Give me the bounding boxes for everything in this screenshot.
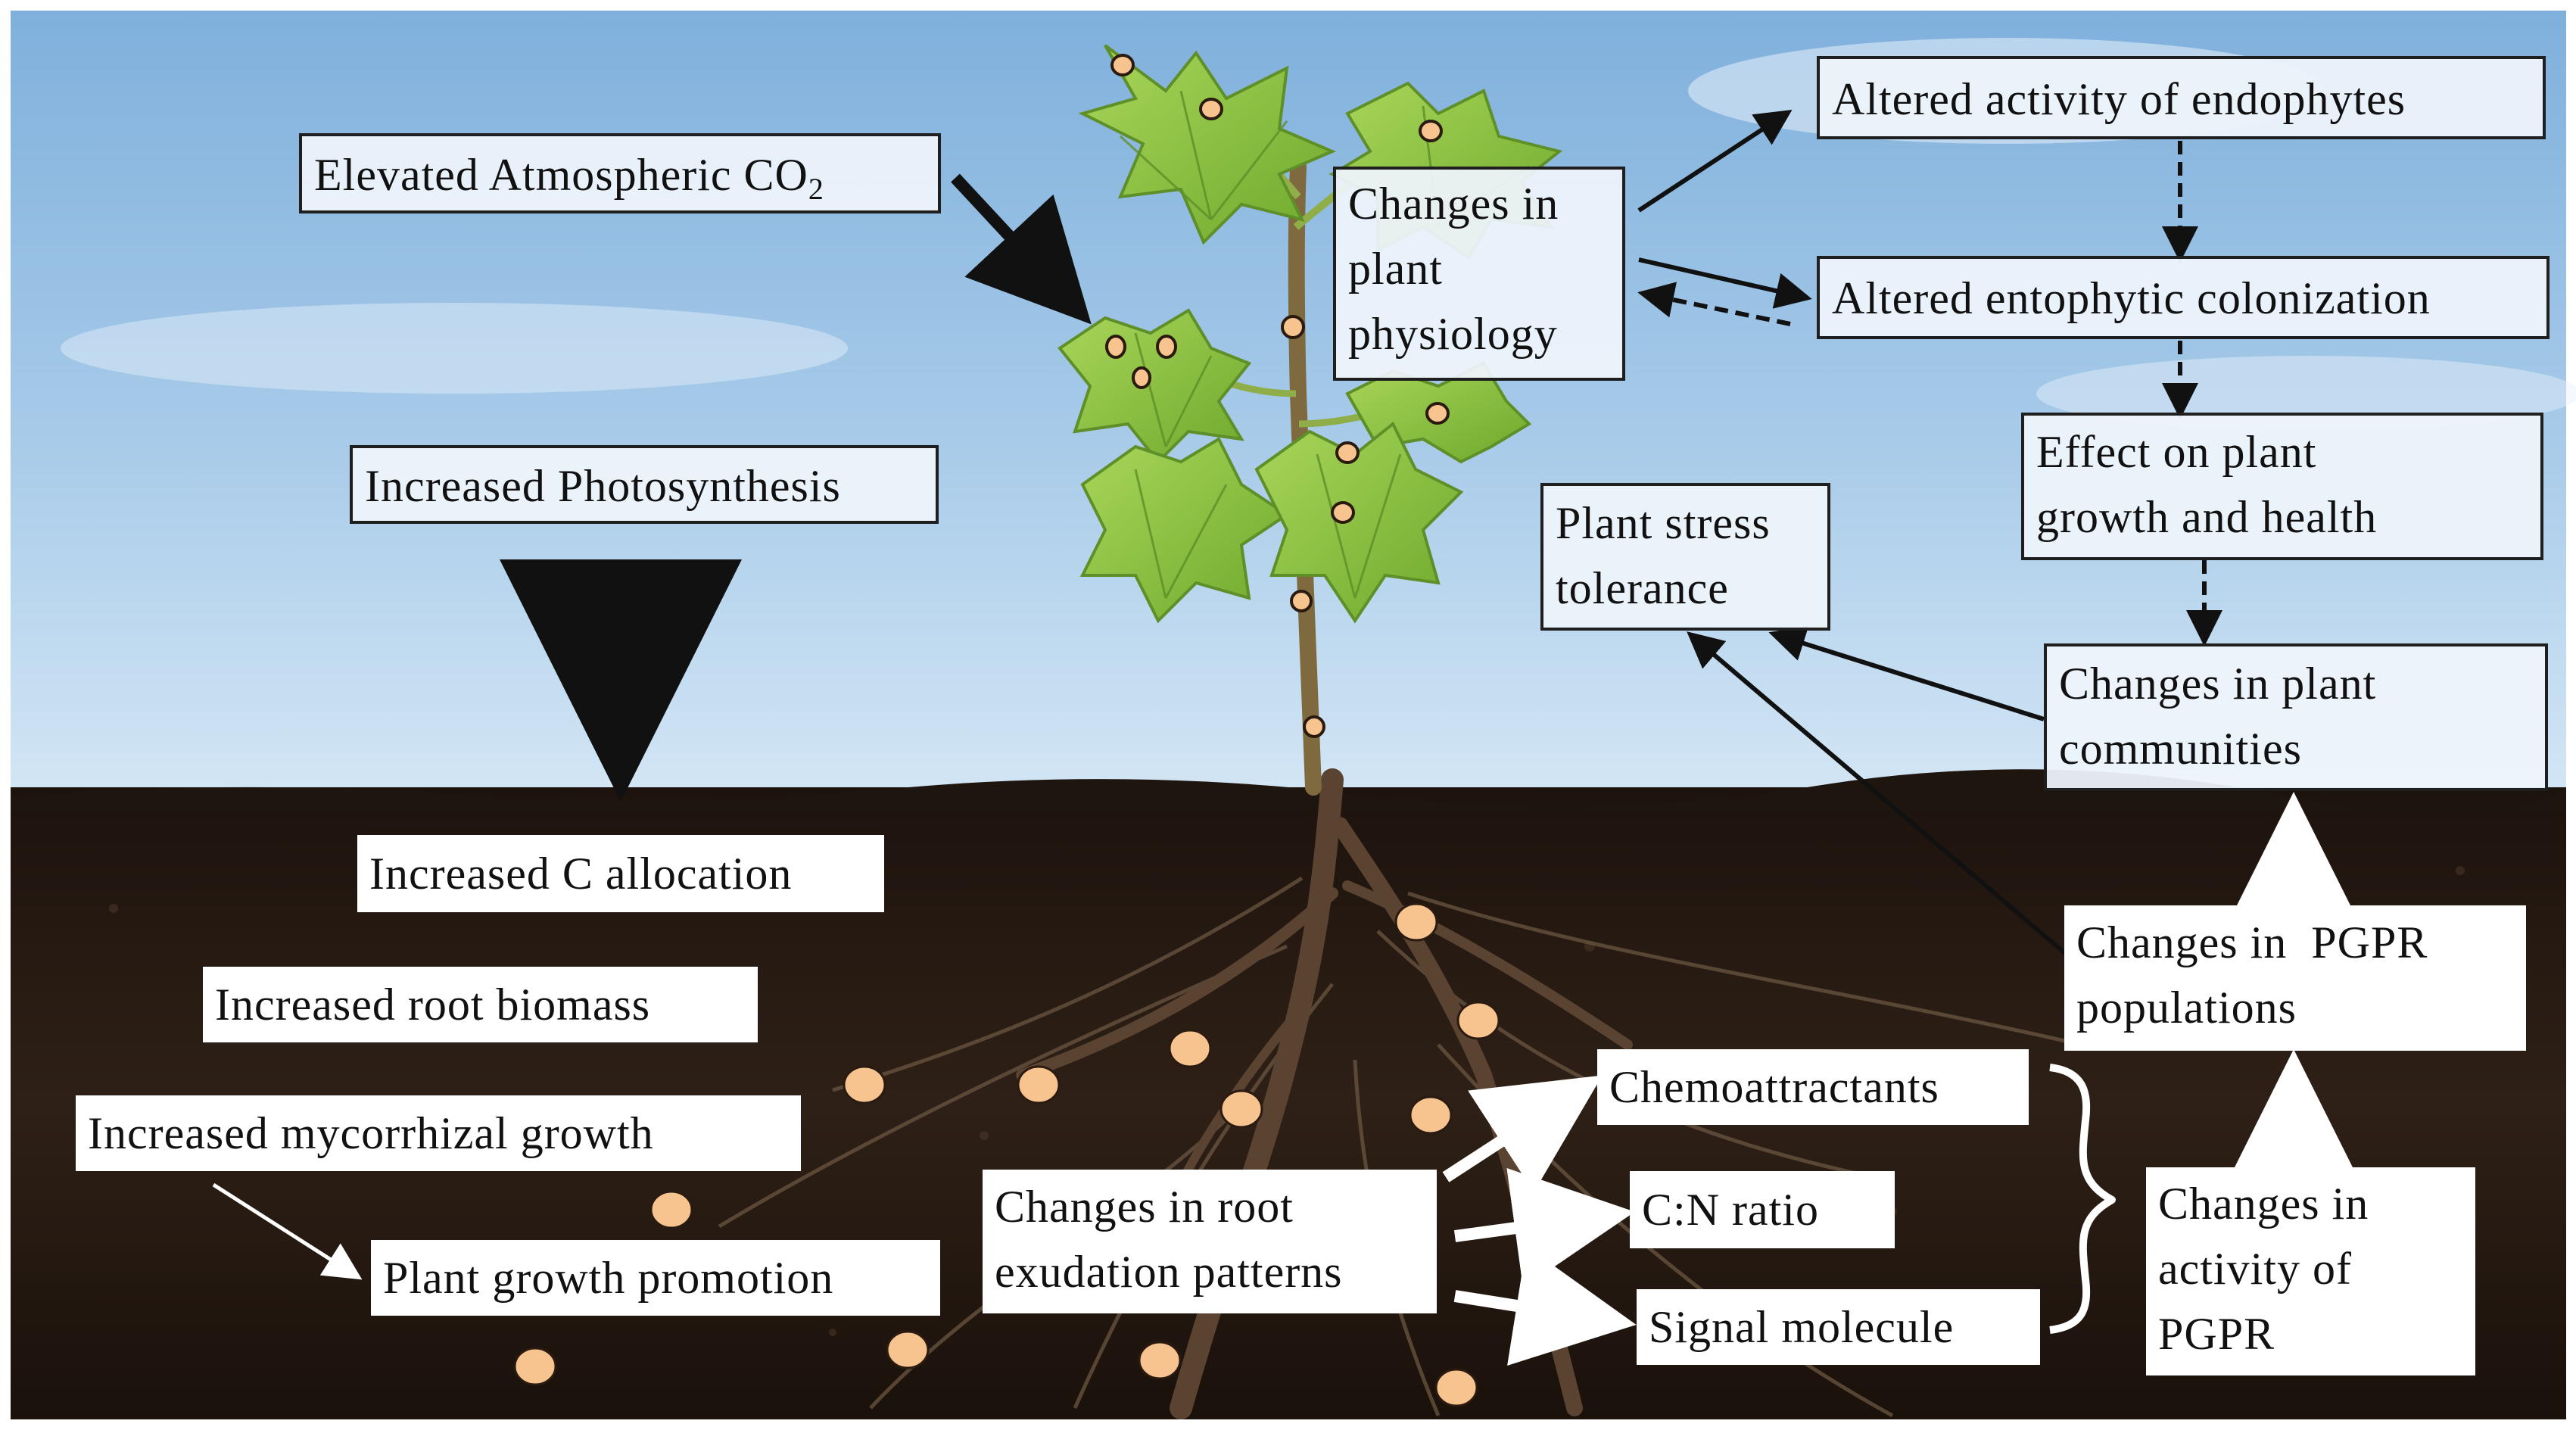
label-increased-root-biomass-text: Increased root biomass [215, 980, 651, 1030]
arrow-physiology-to-colonization [1638, 257, 1812, 309]
label-increased-mycorrhizal-growth: Increased mycorrhizal growth [76, 1095, 801, 1171]
label-changes-plant-physiology-line-1: Changes in [1348, 179, 1559, 229]
leaf [1254, 421, 1464, 624]
label-changes-plant-communities-line-1: Changes in plant [2059, 659, 2377, 709]
label-increased-c-allocation-text: Increased C allocation [369, 849, 793, 899]
grouping-brace [2049, 1064, 2116, 1334]
label-altered-entophytic-colonization: Altered entophytic colonization [1817, 256, 2550, 339]
label-plant-stress-tolerance: Plant stress tolerance [1540, 483, 1830, 631]
label-increased-c-allocation: Increased C allocation [357, 835, 884, 912]
label-chemoattractants: Chemoattractants [1597, 1049, 2029, 1125]
label-changes-activity-pgpr-line-2: activity of [2158, 1244, 2352, 1294]
label-changes-activity-pgpr-line-3: PGPR [2158, 1309, 2275, 1359]
label-effect-plant-growth-health-line-1: Effect on plant [2036, 427, 2317, 477]
label-changes-plant-physiology: Changes in plant physiology [1333, 167, 1625, 381]
label-cn-ratio-text: C:N ratio [1642, 1185, 1819, 1235]
label-changes-plant-communities: Changes in plant communities [2044, 643, 2548, 791]
label-effect-plant-growth-health: Effect on plant growth and health [2021, 413, 2543, 560]
label-changes-pgpr-populations-line-1: Changes in PGPR [2076, 918, 2428, 967]
label-plant-growth-promotion-text: Plant growth promotion [383, 1253, 834, 1303]
label-changes-plant-communities-line-2: communities [2059, 724, 2302, 774]
label-elevated-co2: Elevated Atmospheric CO2 [299, 133, 941, 213]
label-elevated-co2-subscript: 2 [808, 172, 824, 206]
label-changes-plant-physiology-line-3: physiology [1348, 309, 1558, 359]
label-cn-ratio: C:N ratio [1630, 1171, 1895, 1248]
pgpr-dots [513, 902, 1500, 1407]
label-plant-stress-tolerance-line-1: Plant stress [1556, 498, 1771, 548]
label-increased-photosynthesis: Increased Photosynthesis [350, 445, 939, 524]
label-changes-root-exudation-line-2: exudation patterns [995, 1247, 1343, 1297]
label-increased-root-biomass: Increased root biomass [203, 967, 758, 1042]
cloud [61, 303, 848, 394]
label-altered-entophytic-colonization-text: Altered entophytic colonization [1832, 273, 2431, 323]
label-altered-activity-endophytes: Altered activity of endophytes [1817, 56, 2546, 139]
leaf [1078, 44, 1337, 245]
label-effect-plant-growth-health-line-2: growth and health [2036, 492, 2378, 542]
leaf [1079, 437, 1290, 624]
arrow-exudation-to-cn-ratio [1453, 1167, 1635, 1288]
arrow-physiology-to-endophyte-activity [1637, 110, 1793, 213]
arrow-colonization-to-physiology [1637, 282, 1791, 326]
label-chemoattractants-text: Chemoattractants [1609, 1062, 1939, 1112]
label-increased-mycorrhizal-growth-text: Increased mycorrhizal growth [88, 1108, 654, 1158]
label-changes-root-exudation: Changes in root exudation patterns [983, 1170, 1437, 1313]
arrow-co2-to-plant [951, 173, 1092, 325]
arrow-communities-to-stress-tolerance [1768, 625, 2045, 721]
label-elevated-co2-text: Elevated Atmospheric CO [314, 150, 808, 200]
label-altered-activity-endophytes-text: Altered activity of endophytes [1832, 74, 2406, 124]
plant-stem [1288, 158, 1322, 796]
endophyte-dots [1105, 54, 1450, 738]
label-changes-activity-pgpr-line-1: Changes in [2158, 1179, 2369, 1229]
label-increased-photosynthesis-text: Increased Photosynthesis [365, 461, 841, 511]
label-changes-activity-pgpr: Changes in activity of PGPR [2146, 1167, 2475, 1375]
label-changes-plant-physiology-line-2: plant [1348, 244, 1443, 294]
label-plant-growth-promotion: Plant growth promotion [371, 1240, 940, 1316]
label-signal-molecule-text: Signal molecule [1649, 1302, 1955, 1352]
soil-surface [11, 769, 2566, 815]
label-changes-pgpr-populations-line-2: populations [2076, 983, 2297, 1033]
label-plant-stress-tolerance-line-2: tolerance [1556, 563, 1729, 613]
label-changes-pgpr-populations: Changes in PGPR populations [2064, 905, 2526, 1051]
arrow-exudation-to-chemoattractants [1442, 1075, 1603, 1192]
label-changes-root-exudation-line-1: Changes in root [995, 1182, 1294, 1232]
arrow-pgpr-populations-to-stress-tolerance [1687, 631, 2072, 960]
arrow-mycorrhizal-to-growth-promotion [212, 1182, 363, 1280]
label-signal-molecule: Signal molecule [1637, 1289, 2040, 1365]
arrows [212, 110, 2354, 1366]
arrow-exudation-to-signal-molecule [1453, 1245, 1637, 1366]
